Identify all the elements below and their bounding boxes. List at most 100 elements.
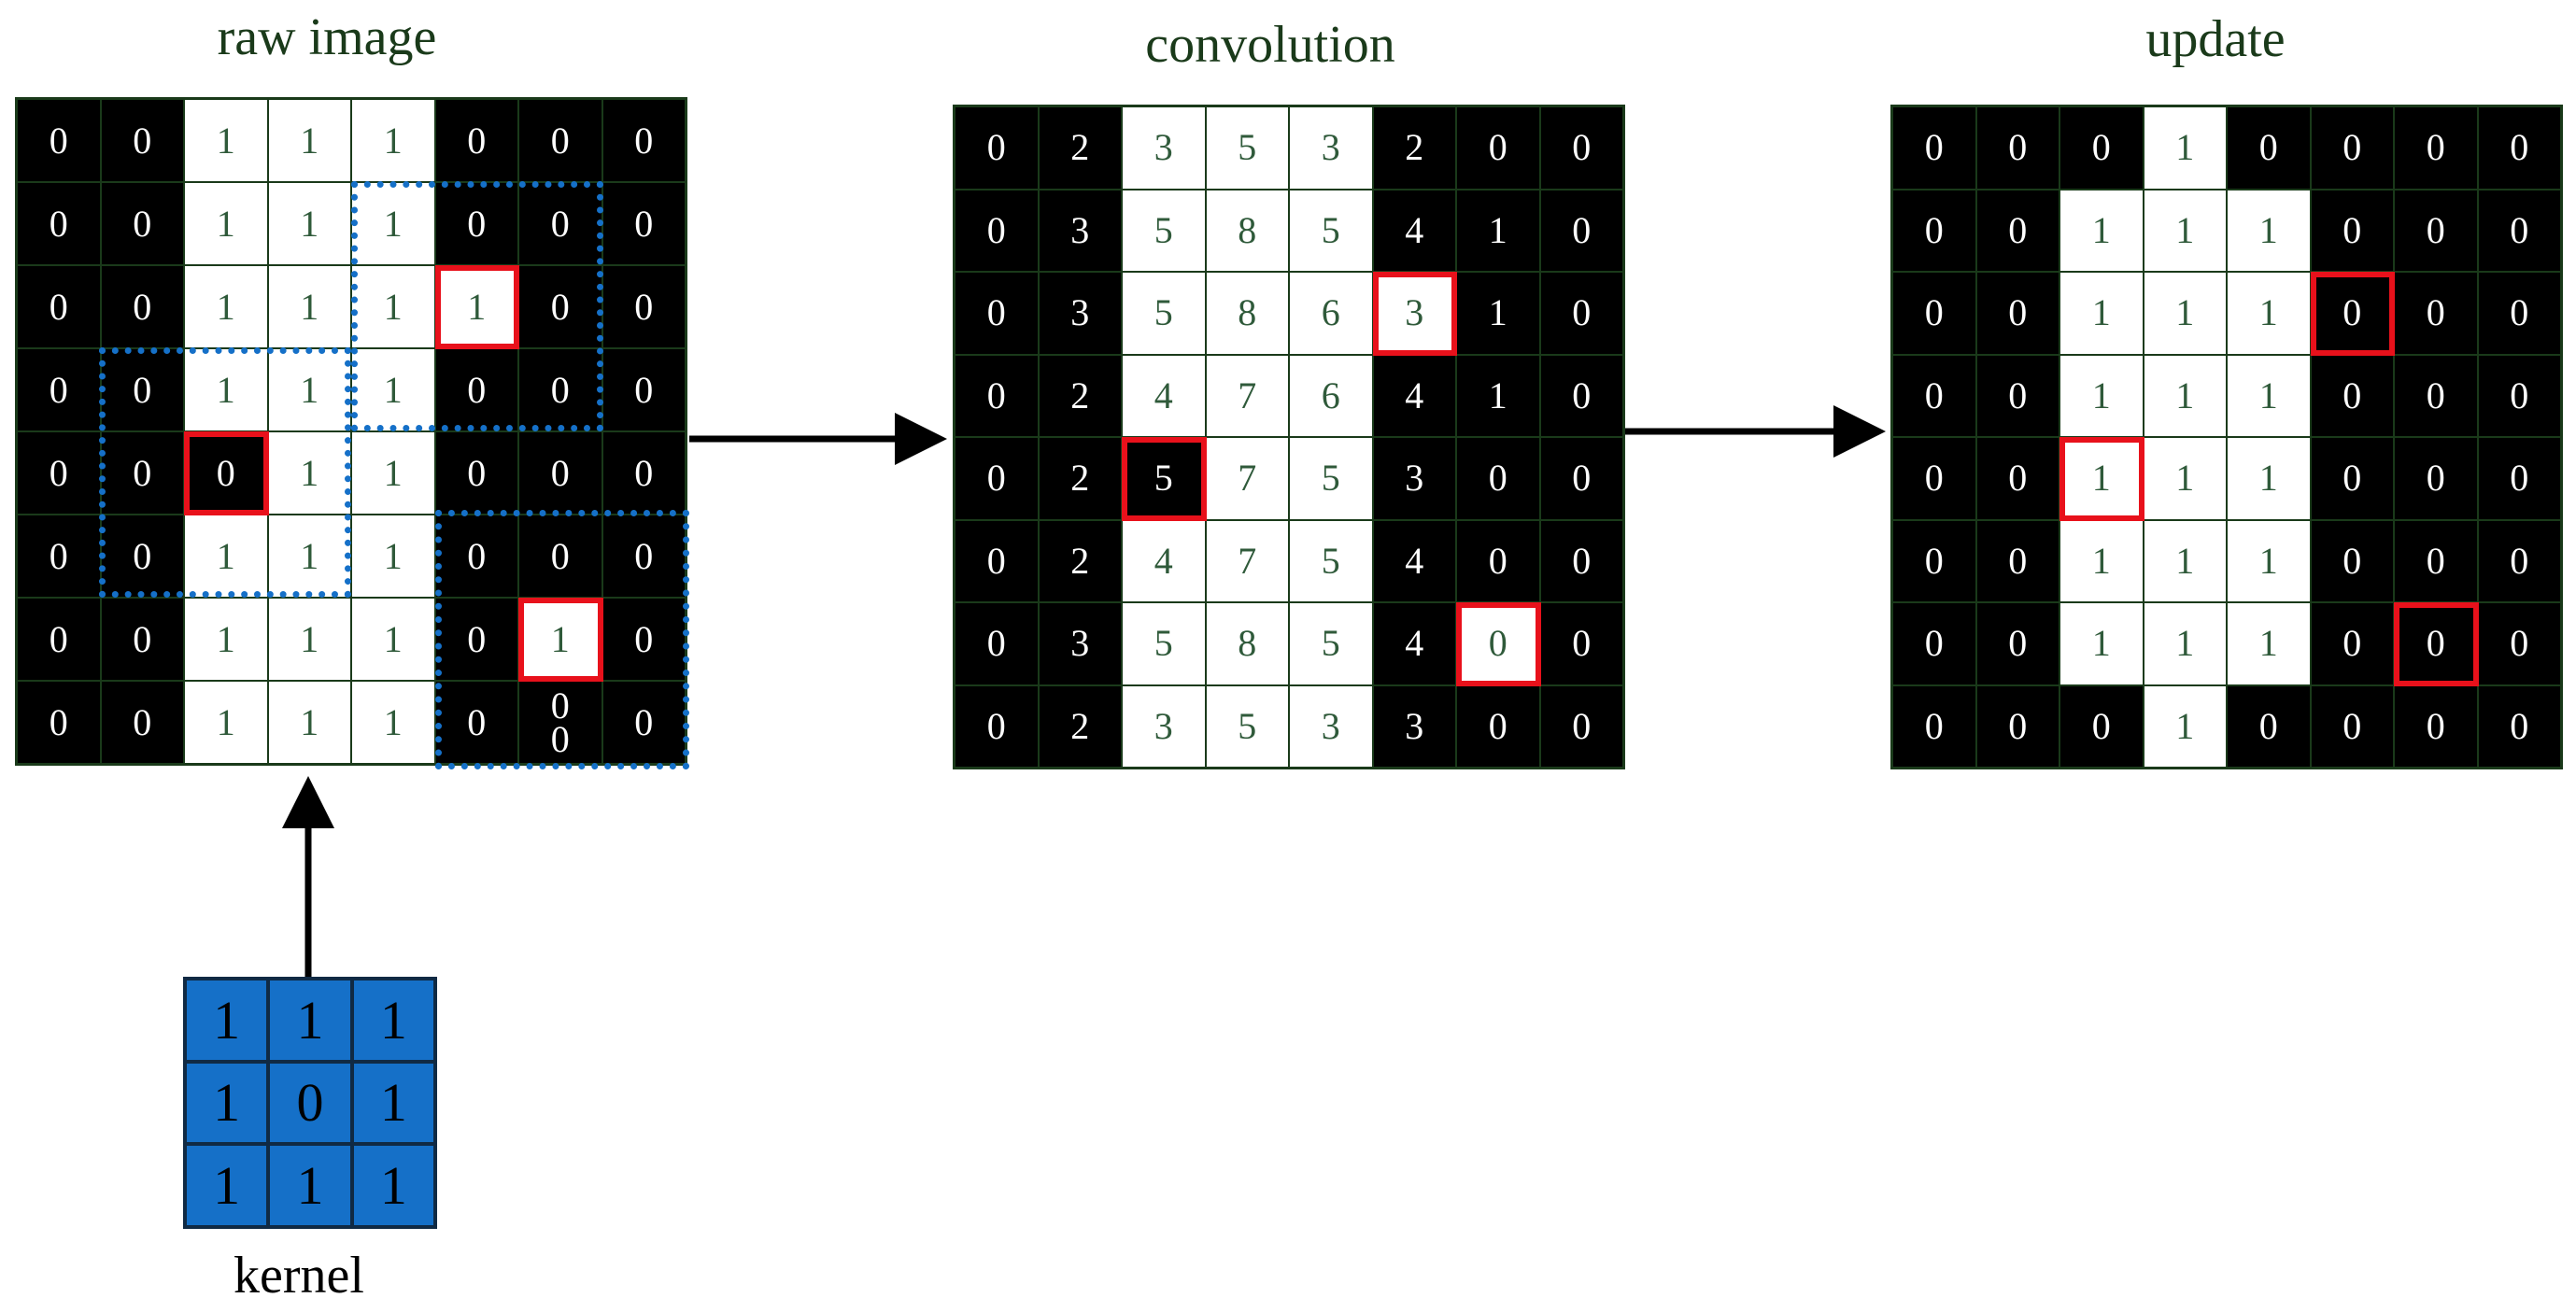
raw-cell-r4-c2: 0 [184, 431, 268, 515]
raw-cell-r1-c5: 0 [434, 182, 518, 265]
conv-cell-r5-c1: 2 [1038, 519, 1122, 602]
conv-cell-r2-c7: 0 [1539, 272, 1623, 355]
raw-cell-r7-c0: 0 [17, 681, 101, 764]
raw-cell-r1-c1: 0 [100, 182, 184, 265]
update-cell-r7-c7: 0 [2477, 684, 2561, 768]
update-cell-r5-c7: 0 [2477, 519, 2561, 602]
conv-cell-r3-c2: 4 [1122, 354, 1206, 437]
raw-cell-r0-c5: 0 [434, 99, 518, 182]
conv-cell-r0-c2: 3 [1122, 106, 1206, 190]
update-cell-r0-c7: 0 [2477, 106, 2561, 190]
raw-cell-r6-c7: 0 [602, 598, 686, 681]
update-cell-r7-c2: 0 [2059, 684, 2144, 768]
update-cell-r0-c0: 0 [1892, 106, 1976, 190]
conv-cell-r5-c7: 0 [1539, 519, 1623, 602]
raw-cell-r7-c2: 1 [184, 681, 268, 764]
conv-cell-r0-c3: 5 [1205, 106, 1289, 190]
update-cell-r0-c5: 0 [2310, 106, 2394, 190]
conv-cell-r4-c0: 0 [955, 437, 1039, 520]
update-cell-r6-c5: 0 [2310, 602, 2394, 685]
update-cell-r0-c4: 0 [2227, 106, 2311, 190]
update-cell-r0-c3: 1 [2143, 106, 2227, 190]
raw-cell-r7-c4: 1 [351, 681, 435, 764]
raw-cell-r7-c6: 0 0 [518, 681, 602, 764]
update-cell-r2-c2: 1 [2059, 272, 2144, 355]
update-cell-r4-c7: 0 [2477, 437, 2561, 520]
raw-cell-r2-c3: 1 [267, 265, 351, 348]
conv-cell-r5-c0: 0 [955, 519, 1039, 602]
update-cell-r7-c3: 1 [2143, 684, 2227, 768]
update-cell-r4-c1: 0 [1975, 437, 2059, 520]
conv-cell-r4-c7: 0 [1539, 437, 1623, 520]
conv-cell-r6-c4: 5 [1289, 602, 1373, 685]
raw-cell-r3-c7: 0 [602, 348, 686, 431]
raw-cell-r4-c4: 1 [351, 431, 435, 515]
conv-cell-r6-c3: 8 [1205, 602, 1289, 685]
raw-cell-r5-c6: 0 [518, 515, 602, 598]
conv-cell-r2-c2: 5 [1122, 272, 1206, 355]
conv-cell-r1-c0: 0 [955, 189, 1039, 272]
kernel-cell-r0-c1: 1 [268, 979, 352, 1062]
raw-cell-r2-c0: 0 [17, 265, 101, 348]
kernel-cell-r2-c2: 1 [351, 1144, 435, 1227]
raw-cell-r4-c1: 0 [100, 431, 184, 515]
update-cell-r5-c3: 1 [2143, 519, 2227, 602]
update-cell-r3-c6: 0 [2394, 354, 2478, 437]
update-cell-r6-c3: 1 [2143, 602, 2227, 685]
conv-cell-r3-c5: 4 [1372, 354, 1456, 437]
conv-cell-r0-c6: 0 [1456, 106, 1540, 190]
conv-cell-r0-c7: 0 [1539, 106, 1623, 190]
update-cell-r1-c5: 0 [2310, 189, 2394, 272]
kernel-cell-r1-c2: 1 [351, 1061, 435, 1145]
update-cell-r0-c6: 0 [2394, 106, 2478, 190]
update-cell-r4-c4: 1 [2227, 437, 2311, 520]
raw-cell-r2-c6: 0 [518, 265, 602, 348]
raw-cell-r2-c2: 1 [184, 265, 268, 348]
raw-cell-r2-c5: 1 [434, 265, 518, 348]
kernel-cell-r0-c2: 1 [351, 979, 435, 1062]
raw-cell-r4-c5: 0 [434, 431, 518, 515]
conv-cell-r2-c5: 3 [1372, 272, 1456, 355]
conv-cell-r2-c6: 1 [1456, 272, 1540, 355]
conv-cell-r0-c4: 3 [1289, 106, 1373, 190]
raw-cell-r5-c4: 1 [351, 515, 435, 598]
conv-cell-r2-c4: 6 [1289, 272, 1373, 355]
raw-cell-r1-c4: 1 [351, 182, 435, 265]
conv-cell-r6-c2: 5 [1122, 602, 1206, 685]
raw-cell-r7-c3: 1 [267, 681, 351, 764]
raw-image-title: raw image [217, 8, 437, 66]
update-cell-r3-c2: 1 [2059, 354, 2144, 437]
raw-cell-r6-c3: 1 [267, 598, 351, 681]
conv-cell-r1-c2: 5 [1122, 189, 1206, 272]
update-cell-r0-c1: 0 [1975, 106, 2059, 190]
raw-cell-r2-c1: 0 [100, 265, 184, 348]
update-cell-r4-c6: 0 [2394, 437, 2478, 520]
conv-cell-r6-c5: 4 [1372, 602, 1456, 685]
kernel-label: kernel [234, 1247, 364, 1305]
update-cell-r6-c2: 1 [2059, 602, 2144, 685]
update-cell-r2-c3: 1 [2143, 272, 2227, 355]
update-cell-r7-c1: 0 [1975, 684, 2059, 768]
conv-cell-r5-c3: 7 [1205, 519, 1289, 602]
conv-cell-r1-c3: 8 [1205, 189, 1289, 272]
update-cell-r5-c6: 0 [2394, 519, 2478, 602]
conv-cell-r4-c5: 3 [1372, 437, 1456, 520]
kernel-cell-r2-c0: 1 [185, 1144, 269, 1227]
raw-cell-r0-c1: 0 [100, 99, 184, 182]
raw-cell-r3-c2: 1 [184, 348, 268, 431]
conv-cell-r1-c5: 4 [1372, 189, 1456, 272]
conv-cell-r4-c4: 5 [1289, 437, 1373, 520]
update-cell-r1-c4: 1 [2227, 189, 2311, 272]
raw-cell-r0-c7: 0 [602, 99, 686, 182]
conv-cell-r0-c5: 2 [1372, 106, 1456, 190]
raw-cell-r6-c4: 1 [351, 598, 435, 681]
conv-cell-r5-c5: 4 [1372, 519, 1456, 602]
conv-cell-r2-c1: 3 [1038, 272, 1122, 355]
conv-cell-r0-c1: 2 [1038, 106, 1122, 190]
raw-cell-r6-c2: 1 [184, 598, 268, 681]
raw-cell-r1-c6: 0 [518, 182, 602, 265]
update-cell-r3-c0: 0 [1892, 354, 1976, 437]
